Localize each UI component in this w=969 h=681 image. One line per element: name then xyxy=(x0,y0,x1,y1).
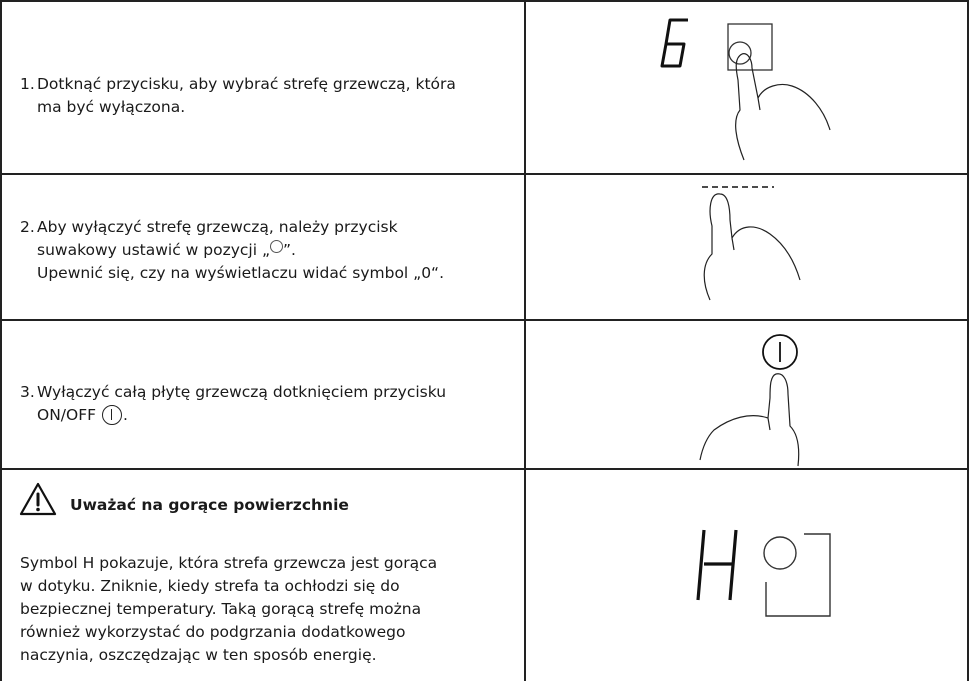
step-2-text: 2. Aby wyłączyć strefę grzewczą, należy … xyxy=(20,216,520,285)
row-divider-1 xyxy=(0,173,969,175)
display-letter-H xyxy=(698,530,736,600)
select-zone-illustration xyxy=(640,10,880,170)
step-1-line-1: Dotknąć przycisku, aby wybrać strefę grz… xyxy=(37,73,520,96)
step-3-text: 3. Wyłączyć całą płytę grzewczą dotknięc… xyxy=(20,381,520,427)
step-3-number: 3. xyxy=(20,381,35,404)
warning-line-5: naczynia, oszczędzając w ten sposób ener… xyxy=(20,644,520,667)
step-1-text: 1. Dotknąć przycisku, aby wybrać strefę … xyxy=(20,73,520,119)
warning-line-3: bezpiecznej temperatury. Taką gorącą str… xyxy=(20,598,520,621)
table-border-top xyxy=(0,0,969,2)
warning-title: Uważać na gorące powierzchnie xyxy=(70,496,349,514)
power-icon xyxy=(102,405,122,425)
warning-line-4: również wykorzystać do podgrzania dodatk… xyxy=(20,621,520,644)
table-border-right xyxy=(967,0,969,681)
step-3-line-2: ON/OFF . xyxy=(37,404,520,427)
column-divider xyxy=(524,0,526,681)
hot-zone-illustration xyxy=(690,520,870,630)
warning-line-2: w dotyku. Zniknie, kiedy strefa ta ochło… xyxy=(20,575,520,598)
row-divider-2 xyxy=(0,319,969,321)
warning-line-1: Symbol H pokazuje, która strefa grzewcza… xyxy=(20,552,520,575)
step-1-number: 1. xyxy=(20,73,35,96)
slider-illustration xyxy=(690,180,820,310)
slider-off-circle-icon xyxy=(270,240,283,253)
power-button-illustration xyxy=(680,322,840,472)
table-border-left xyxy=(0,0,2,681)
display-digit-6 xyxy=(662,20,688,66)
step-2-number: 2. xyxy=(20,216,35,239)
warning-text: Symbol H pokazuje, która strefa grzewcza… xyxy=(20,552,520,667)
step-2-line-1: Aby wyłączyć strefę grzewczą, należy prz… xyxy=(37,216,520,239)
step-2-line-3: Upewnić się, czy na wyświetlaczu widać s… xyxy=(37,262,520,285)
warning-triangle-icon xyxy=(18,481,58,517)
step-2-line-2: suwakowy ustawić w pozycji „”. xyxy=(37,239,520,262)
step-3-line-1: Wyłączyć całą płytę grzewczą dotknięciem… xyxy=(37,381,520,404)
step-1-line-2: ma być wyłączona. xyxy=(37,96,520,119)
